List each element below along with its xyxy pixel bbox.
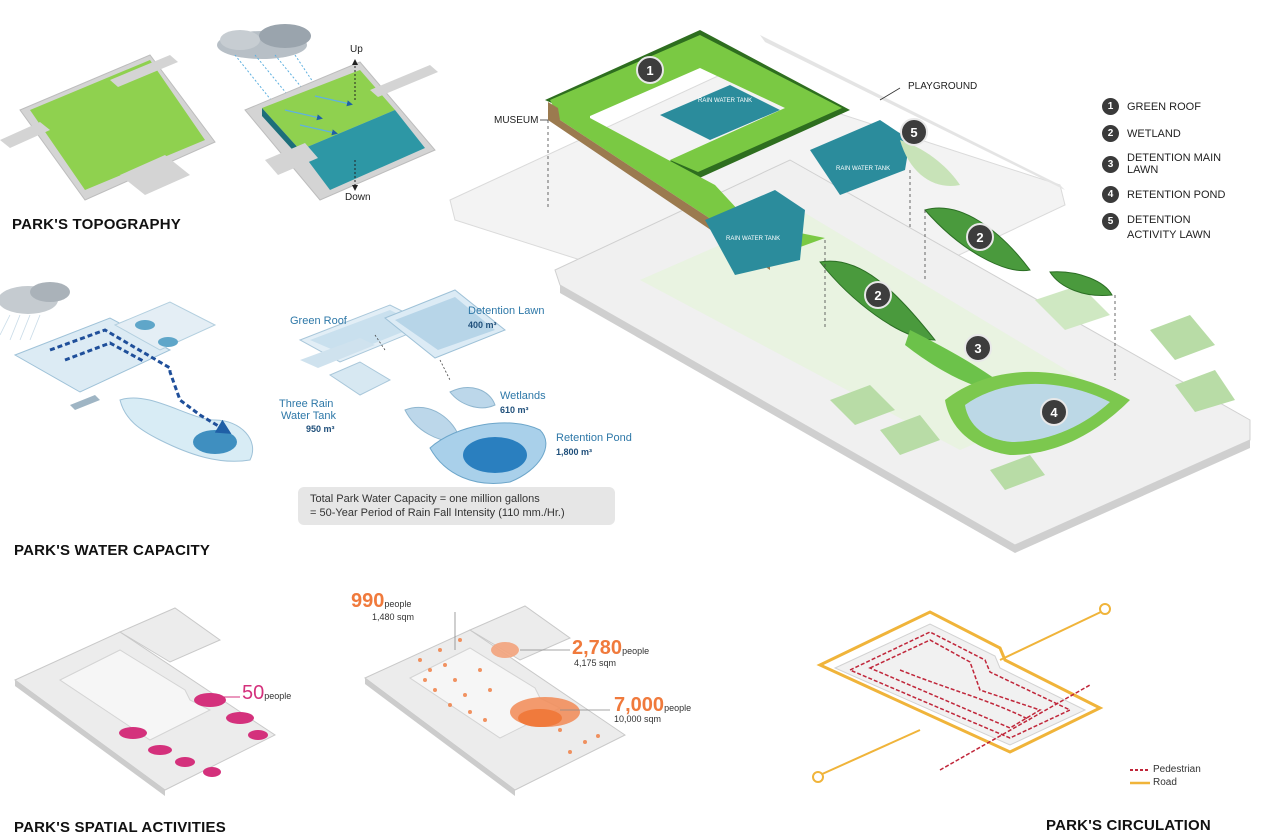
badge-detention-activity-lawn: 5 <box>900 118 928 146</box>
activity-area-7000: 10,000 sqm <box>614 714 662 724</box>
activity-count-990: 990people <box>351 590 412 612</box>
badge-retention-pond: 4 <box>1040 398 1068 426</box>
up-label: Up <box>350 44 363 55</box>
detention-lawn-label: Detention Lawn <box>468 305 545 317</box>
badge-wetland-1: 2 <box>966 223 994 251</box>
museum-label: MUSEUM <box>494 115 539 126</box>
water-capacity-note: Total Park Water Capacity = one million … <box>298 487 615 525</box>
retention-pond-label: Retention Pond <box>556 432 632 444</box>
playground-label: PLAYGROUND <box>908 81 978 92</box>
activity-count-7000: 7,000people <box>614 694 692 716</box>
activity-count-2780: 2,780people <box>572 637 650 659</box>
title-topography: PARK'S TOPOGRAPHY <box>12 216 181 233</box>
spatial-activity-diagram-2 <box>364 605 626 796</box>
down-label: Down <box>345 192 371 203</box>
rain-tank-label-1: RAIN WATER TANK <box>698 98 753 104</box>
topography-flat-diagram <box>0 54 216 201</box>
wetlands-label: Wetlands <box>500 390 546 402</box>
topography-rain-diagram <box>217 24 438 201</box>
activity-count-50: 50people <box>242 682 292 704</box>
badge-wetland-2: 2 <box>864 281 892 309</box>
title-spatial-activities: PARK'S SPATIAL ACTIVITIES <box>14 819 226 836</box>
tank-label-line1: Three Rain <box>279 398 334 410</box>
rain-tank-label-2: RAIN WATER TANK <box>836 166 891 172</box>
crowd-dots <box>418 638 600 754</box>
spatial-activity-diagram-1 <box>14 607 276 796</box>
activity-area-2780: 4,175 sqm <box>574 658 617 668</box>
detention-lawn-value: 400 m³ <box>468 320 497 330</box>
pedestrian-legend-label: Pedestrian <box>1153 764 1201 775</box>
activity-area-990: 1,480 sqm <box>372 612 415 622</box>
water-capacity-exploded-diagram <box>298 289 547 484</box>
title-circulation: PARK'S CIRCULATION <box>1046 817 1211 834</box>
wetlands-value: 610 m³ <box>500 405 529 415</box>
badge-green-roof: 1 <box>636 56 664 84</box>
green-roof-label: Green Roof <box>290 315 347 327</box>
circulation-diagram <box>812 603 1150 785</box>
rain-tank-label-3: RAIN WATER TANK <box>726 236 781 242</box>
capacity-line-2: = 50-Year Period of Rain Fall Intensity … <box>310 507 565 519</box>
road-legend-label: Road <box>1153 777 1177 788</box>
tank-value: 950 m³ <box>306 424 335 434</box>
retention-pond-value: 1,800 m³ <box>556 447 593 457</box>
capacity-line-1: Total Park Water Capacity = one million … <box>310 493 540 505</box>
water-flow-diagram <box>0 282 253 462</box>
badge-detention-main-lawn: 3 <box>964 334 992 362</box>
tank-label-line2: Water Tank <box>281 410 337 422</box>
title-water-capacity: PARK'S WATER CAPACITY <box>14 542 211 559</box>
